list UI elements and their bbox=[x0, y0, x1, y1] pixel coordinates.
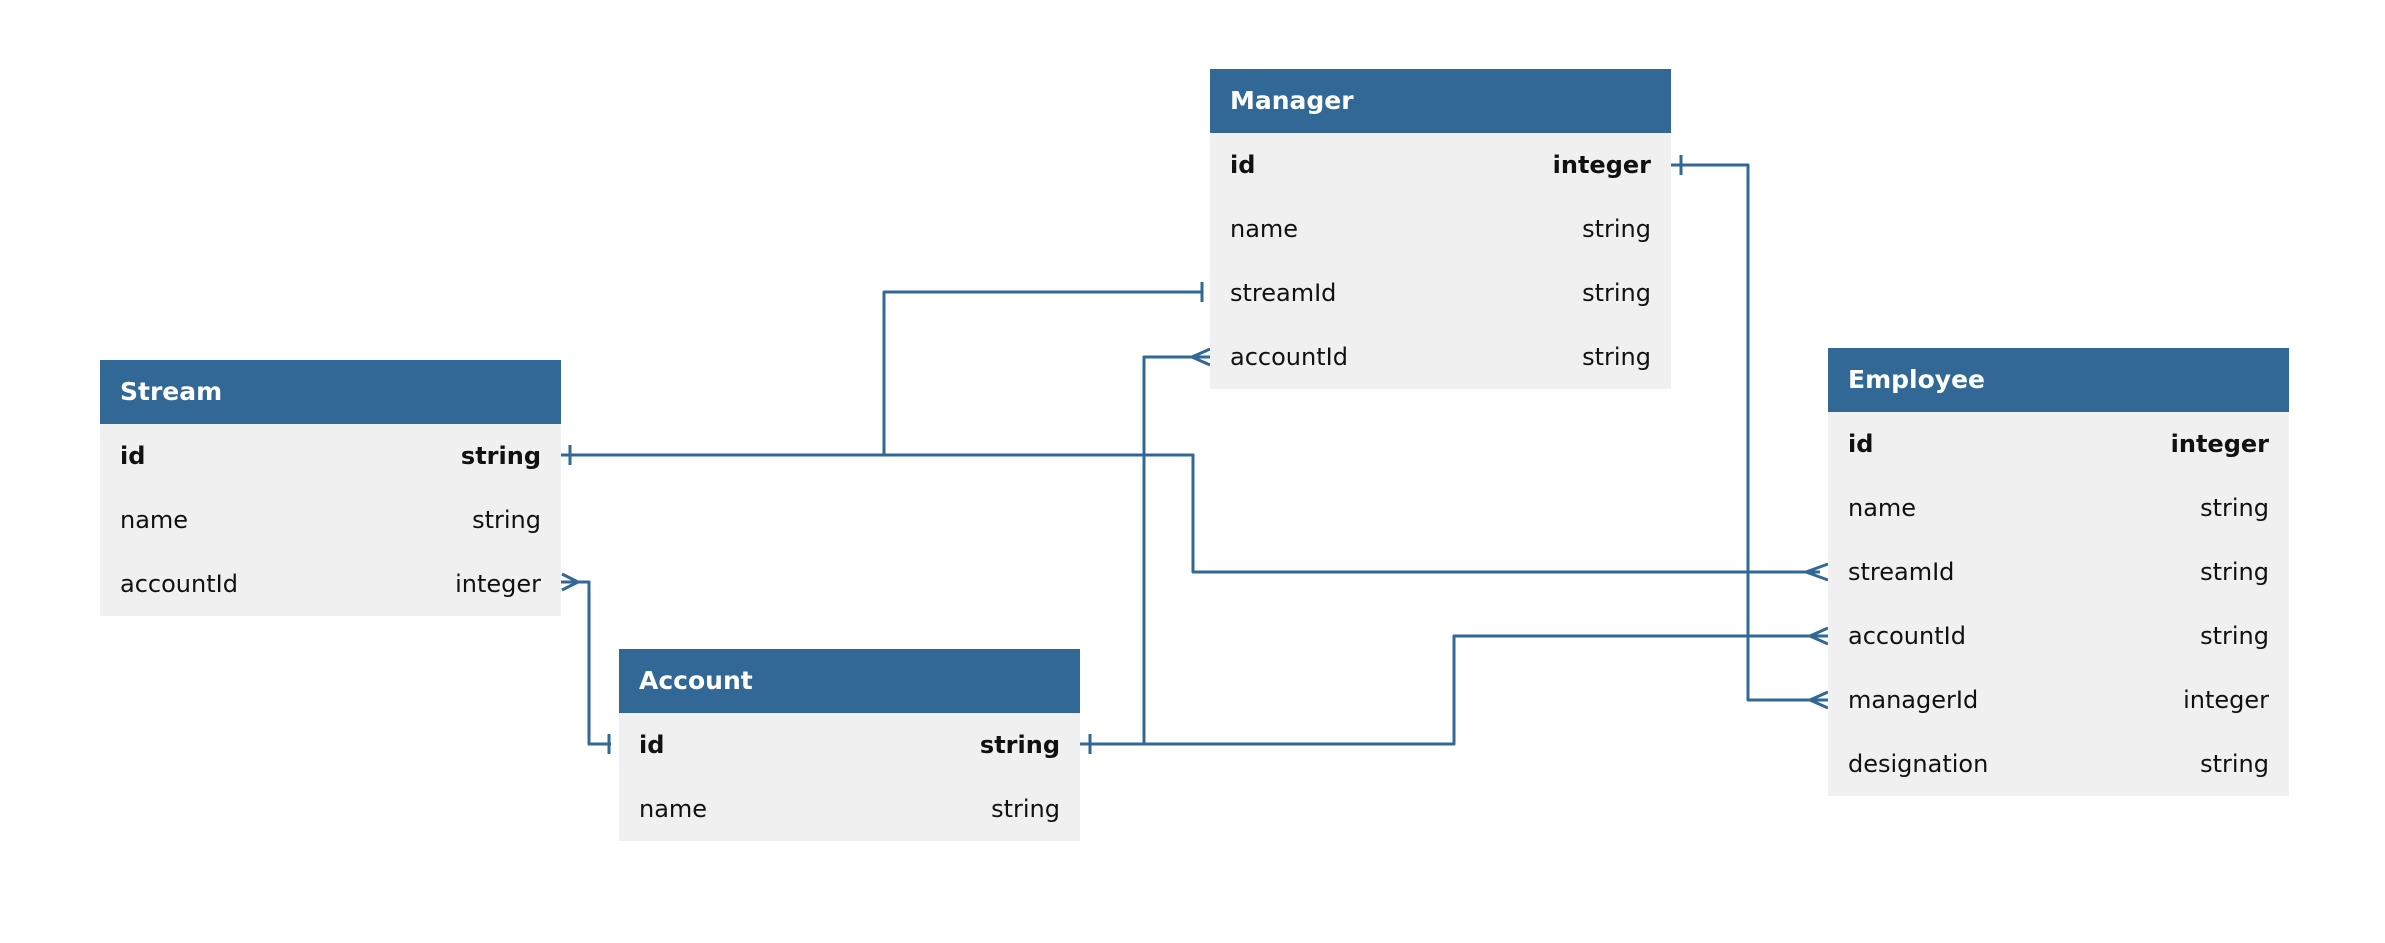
field-row[interactable]: id string bbox=[619, 713, 1080, 777]
connector-stream-employee-streamid bbox=[884, 453, 1829, 582]
field-type: integer bbox=[2170, 430, 2269, 458]
field-row[interactable]: streamId string bbox=[1210, 261, 1671, 325]
entity-fields: id string name string bbox=[619, 713, 1080, 841]
entity-employee[interactable]: Employee id integer name string streamId… bbox=[1828, 348, 2289, 796]
field-type: string bbox=[991, 795, 1060, 823]
many-marker bbox=[561, 572, 580, 592]
entity-account[interactable]: Account id string name string bbox=[619, 649, 1080, 841]
field-row[interactable]: designation string bbox=[1828, 732, 2289, 796]
field-row[interactable]: accountId string bbox=[1210, 325, 1671, 389]
field-name: id bbox=[1848, 430, 1874, 458]
connector-line bbox=[560, 290, 1202, 457]
connector-stream-manager-streamid bbox=[560, 282, 1204, 465]
entity-fields: id integer name string streamId string a… bbox=[1210, 133, 1671, 389]
field-name: id bbox=[1230, 151, 1256, 179]
field-type: string bbox=[979, 731, 1060, 759]
connector-account-stream-accountid bbox=[560, 572, 611, 754]
field-name: id bbox=[120, 442, 146, 470]
field-name: name bbox=[1848, 494, 1917, 522]
field-type: string bbox=[1582, 215, 1651, 243]
connector-line bbox=[560, 580, 611, 746]
connector-account-manager-accountid bbox=[1080, 347, 1211, 754]
many-marker bbox=[1805, 570, 1829, 582]
entity-title: Employee bbox=[1828, 348, 2289, 412]
field-type: string bbox=[1582, 343, 1651, 371]
many-marker bbox=[1191, 355, 1211, 367]
field-name: managerId bbox=[1848, 686, 1979, 714]
many-marker bbox=[1809, 690, 1829, 702]
field-name: name bbox=[120, 506, 189, 534]
connector-line bbox=[1080, 355, 1210, 746]
field-row[interactable]: id string bbox=[100, 424, 561, 488]
field-type: integer bbox=[2183, 686, 2269, 714]
field-row[interactable]: name string bbox=[100, 488, 561, 552]
field-name: accountId bbox=[1848, 622, 1966, 650]
entity-title: Stream bbox=[100, 360, 561, 424]
field-row[interactable]: id integer bbox=[1210, 133, 1671, 197]
connector-account-employee-accountid bbox=[1144, 626, 1829, 746]
many-marker bbox=[1805, 562, 1829, 574]
field-name: id bbox=[639, 731, 665, 759]
entity-fields: id string name string accountId integer bbox=[100, 424, 561, 616]
entity-title: Manager bbox=[1210, 69, 1671, 133]
entity-stream[interactable]: Stream id string name string accountId i… bbox=[100, 360, 561, 616]
entity-manager[interactable]: Manager id integer name string streamId … bbox=[1210, 69, 1671, 389]
entity-title: Account bbox=[619, 649, 1080, 713]
connector-line bbox=[884, 453, 1820, 574]
field-type: string bbox=[2200, 622, 2269, 650]
field-name: accountId bbox=[120, 570, 238, 598]
field-row[interactable]: name string bbox=[1210, 197, 1671, 261]
field-row[interactable]: accountId string bbox=[1828, 604, 2289, 668]
field-type: string bbox=[2200, 494, 2269, 522]
field-row[interactable]: id integer bbox=[1828, 412, 2289, 476]
field-row[interactable]: name string bbox=[619, 777, 1080, 841]
field-name: name bbox=[639, 795, 708, 823]
field-type: string bbox=[2200, 558, 2269, 586]
many-marker bbox=[1809, 634, 1829, 646]
field-row[interactable]: streamId string bbox=[1828, 540, 2289, 604]
field-name: accountId bbox=[1230, 343, 1348, 371]
many-marker bbox=[1809, 698, 1829, 710]
field-type: integer bbox=[455, 570, 541, 598]
field-type: string bbox=[472, 506, 541, 534]
connector-line bbox=[1144, 634, 1828, 746]
field-type: string bbox=[1582, 279, 1651, 307]
field-name: streamId bbox=[1230, 279, 1337, 307]
field-type: string bbox=[460, 442, 541, 470]
entity-fields: id integer name string streamId string a… bbox=[1828, 412, 2289, 796]
connector-manager-employee-managerid bbox=[1671, 155, 1829, 710]
field-row[interactable]: managerId integer bbox=[1828, 668, 2289, 732]
field-type: string bbox=[2200, 750, 2269, 778]
field-row[interactable]: name string bbox=[1828, 476, 2289, 540]
field-name: name bbox=[1230, 215, 1299, 243]
connector-line bbox=[1671, 163, 1828, 702]
many-marker bbox=[1809, 626, 1829, 638]
many-marker bbox=[1191, 347, 1211, 359]
field-type: integer bbox=[1552, 151, 1651, 179]
field-name: streamId bbox=[1848, 558, 1955, 586]
field-name: designation bbox=[1848, 750, 1989, 778]
field-row[interactable]: accountId integer bbox=[100, 552, 561, 616]
